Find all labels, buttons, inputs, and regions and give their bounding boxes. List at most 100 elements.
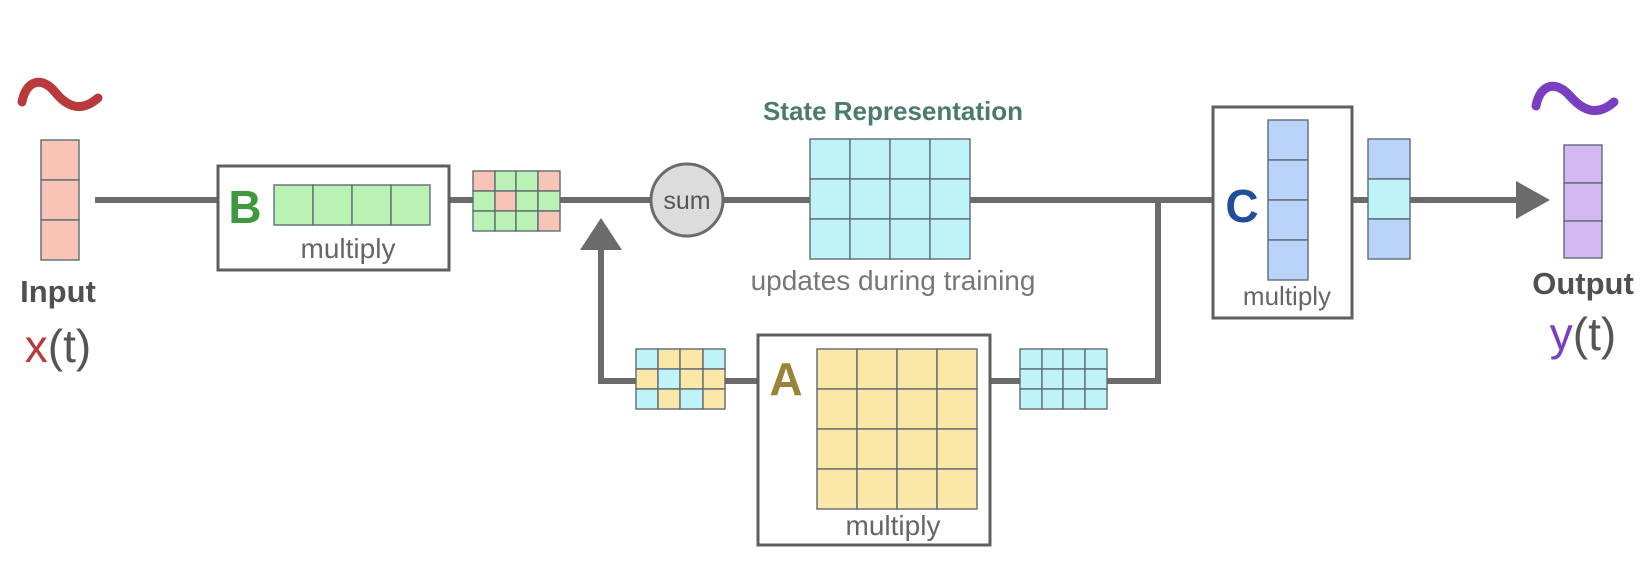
state-cell: [889, 218, 931, 260]
matrix-c-cell: [1267, 239, 1309, 281]
output-group: Output y(t): [1531, 81, 1634, 360]
ax-right-cell: [1041, 388, 1064, 410]
bx-cell: [494, 190, 517, 212]
state-cell: [889, 178, 931, 220]
ax-right-cell: [1041, 348, 1064, 370]
matrix-c-cells: [1267, 119, 1309, 281]
bx-cell: [537, 170, 561, 192]
cx-vector: [1367, 138, 1411, 260]
ax-left-cell: [702, 368, 726, 390]
matrix-c-caption: multiply: [1243, 281, 1331, 311]
sum-circle: [649, 162, 725, 238]
bx-cell: [472, 210, 496, 232]
matrix-b-cell: [351, 184, 392, 226]
input-signal-var: x: [25, 320, 48, 372]
bx-cell: [472, 170, 496, 192]
bx-cell: [515, 190, 539, 212]
ax-right-cell: [1062, 388, 1086, 410]
matrix-b-cells: [273, 184, 431, 226]
ax-left-cell: [635, 348, 659, 370]
matrix-b-cell: [390, 184, 431, 226]
line-feedback-left: [598, 248, 636, 384]
bx-grid: [472, 170, 561, 232]
matrix-c-cell: [1267, 159, 1309, 201]
ax-left-cell: [657, 388, 681, 410]
matrix-a-cell: [896, 428, 938, 470]
ax-right-cell: [1041, 368, 1064, 390]
ax-left-cell: [702, 348, 726, 370]
ax-right-cell: [1062, 368, 1086, 390]
bx-cell: [472, 190, 496, 212]
cx-cell: [1367, 218, 1411, 260]
output-vector-cell: [1563, 220, 1603, 259]
ax-right-cell: [1084, 368, 1108, 390]
output-signal-arg: (t): [1573, 308, 1616, 360]
ax-right-grid: [1019, 348, 1108, 410]
cx-cell: [1367, 138, 1411, 180]
arrow-up-icon: [580, 218, 622, 250]
output-signal-var: y: [1550, 308, 1573, 360]
matrix-a-cell: [936, 468, 978, 510]
output-wave-icon: [1531, 81, 1619, 115]
ax-left-cell: [679, 388, 704, 410]
input-vector-cell: [40, 139, 80, 181]
state-cell: [889, 138, 931, 180]
state-grid: [809, 138, 971, 260]
output-vector: [1563, 144, 1603, 259]
input-wave-icon: [17, 77, 103, 111]
sum-label: sum: [663, 187, 710, 215]
state-cell: [929, 138, 971, 180]
input-vector-cell: [40, 219, 80, 261]
matrix-a-cell: [936, 388, 978, 430]
matrix-a-letter: A: [769, 353, 802, 405]
matrix-b-cell: [273, 184, 314, 226]
ax-left-cell: [657, 368, 681, 390]
state-cell: [929, 218, 971, 260]
ax-right-cell: [1019, 368, 1043, 390]
input-signal: x(t): [25, 320, 91, 372]
matrix-b-caption: multiply: [301, 233, 396, 264]
state-cell: [809, 218, 851, 260]
matrix-a-cell: [816, 348, 858, 390]
ax-right-cell: [1084, 348, 1108, 370]
bx-cell: [537, 210, 561, 232]
input-group: Input x(t): [17, 77, 103, 372]
state-cell: [809, 178, 851, 220]
matrix-a-group: A multiply: [756, 333, 992, 547]
state-subtitle: updates during training: [751, 265, 1036, 296]
ax-left-cell: [635, 388, 659, 410]
output-vector-cell: [1563, 182, 1603, 222]
bx-cell: [494, 170, 517, 192]
line-feedback-right: [1107, 197, 1161, 384]
state-cell: [849, 218, 891, 260]
matrix-a-caption: multiply: [846, 510, 941, 541]
state-title: State Representation: [763, 96, 1023, 126]
output-vector-cell: [1563, 144, 1603, 184]
input-vector: [40, 139, 80, 261]
ax-left-cell: [635, 368, 659, 390]
matrix-a-cell: [896, 348, 938, 390]
ax-right-cell: [1019, 388, 1043, 410]
matrix-a-cell: [936, 428, 978, 470]
matrix-a-cell: [856, 348, 898, 390]
input-label: Input: [20, 274, 96, 309]
matrix-b-cell: [312, 184, 353, 226]
state-cell: [809, 138, 851, 180]
bx-cell: [515, 170, 539, 192]
output-signal: y(t): [1550, 308, 1616, 360]
input-signal-arg: (t): [48, 320, 91, 372]
matrix-a-cell: [856, 428, 898, 470]
ax-left-cell: [702, 388, 726, 410]
ax-left-grid: [635, 348, 726, 410]
input-vector-cell: [40, 179, 80, 221]
matrix-b-letter: B: [228, 181, 261, 233]
matrix-c-letter: C: [1225, 180, 1258, 232]
ax-right-cell: [1062, 348, 1086, 370]
ax-left-cell: [657, 348, 681, 370]
matrix-b-group: B multiply: [216, 164, 451, 272]
matrix-a-cell: [816, 428, 858, 470]
bx-cell: [494, 210, 517, 232]
matrix-a-cell: [856, 468, 898, 510]
matrix-c-cell: [1267, 199, 1309, 241]
